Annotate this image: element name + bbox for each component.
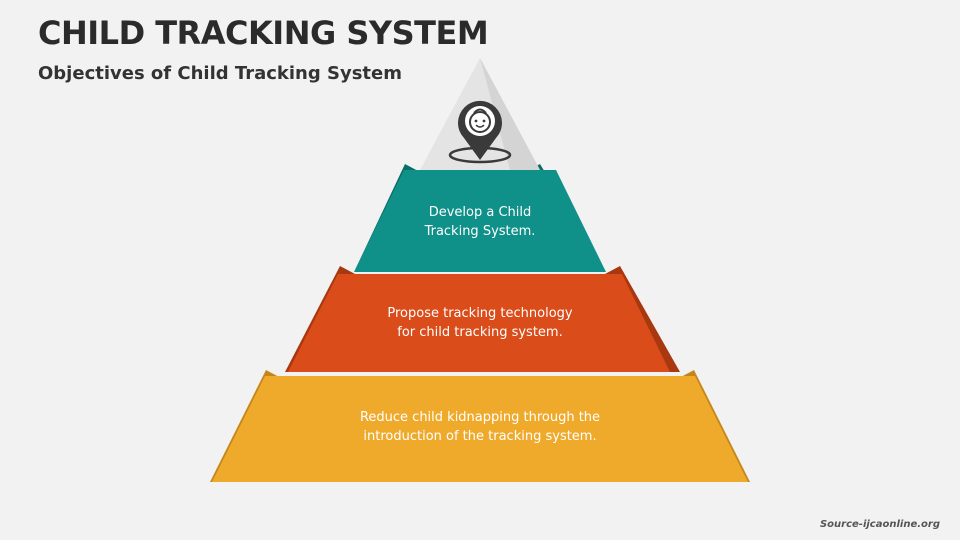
slide-subtitle: Objectives of Child Tracking System xyxy=(38,63,402,84)
tier-1-shape xyxy=(354,170,606,272)
tier-3-label: Reduce child kidnapping through the intr… xyxy=(300,408,660,446)
tier-3-line-1: Reduce child kidnapping through the xyxy=(359,410,601,425)
child-location-pin-icon xyxy=(448,100,512,164)
tier-1-label: Develop a Child Tracking System. xyxy=(380,203,580,241)
tier-2-shape xyxy=(288,274,670,372)
tier-2-line-1: Propose tracking technology xyxy=(387,306,573,321)
pyramid-apex-shade xyxy=(480,58,540,170)
tier-1-line-2: Tracking System. xyxy=(424,224,536,239)
slide-title: CHILD TRACKING SYSTEM xyxy=(38,14,489,52)
tier-1-line-1: Develop a Child xyxy=(428,205,532,220)
tier-3-shape xyxy=(212,376,748,482)
tier-3-line-2: introduction of the tracking system. xyxy=(363,429,597,444)
tier-2-line-2: for child tracking system. xyxy=(397,325,563,340)
source-credit: Source-ijcaonline.org xyxy=(819,519,940,530)
tier-2-label: Propose tracking technology for child tr… xyxy=(330,304,630,342)
